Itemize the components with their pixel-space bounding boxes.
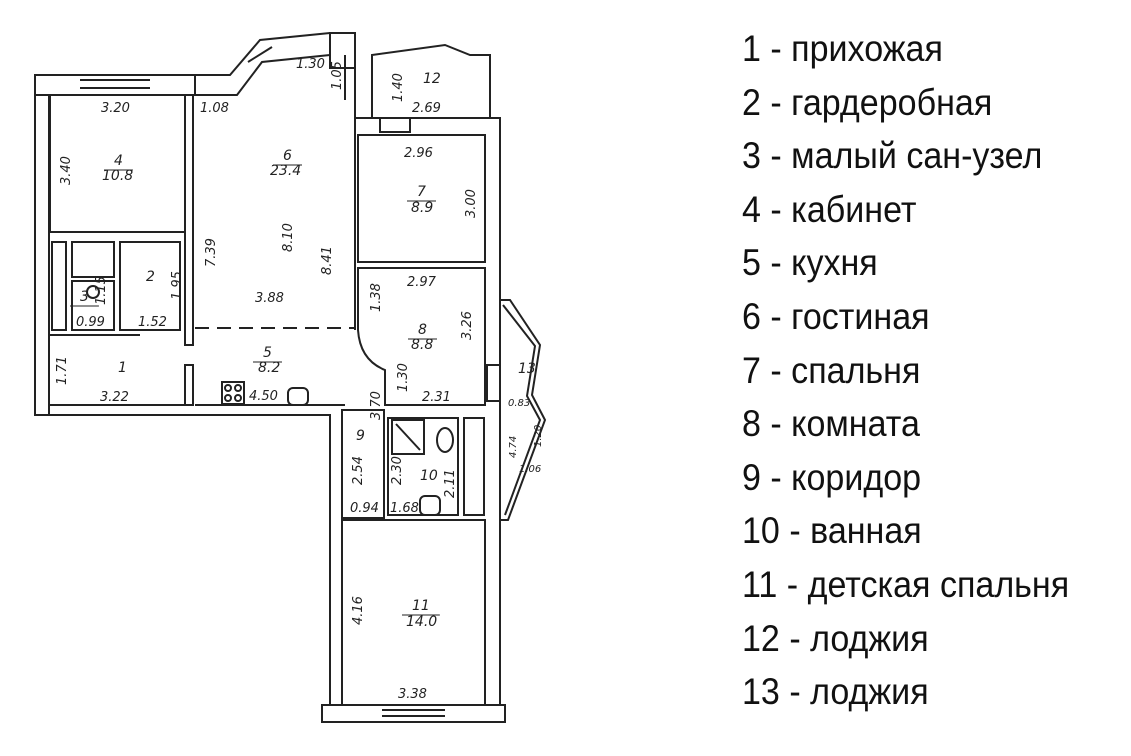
dimension-label: 8.41 [320,246,335,275]
room-labels: 1 2 3 0.99 4 10.8 5 8.2 6 23.4 7 8.9 8 8… [70,71,536,630]
room-4-number: 4 [114,153,123,169]
legend-item: 10 - ванная [742,510,922,552]
dimension-label: 2.96 [404,146,433,161]
legend-item: 4 - кабинет [742,188,917,230]
dimension-label: 1.08 [200,101,229,116]
room-3-number: 3 [80,289,89,305]
dimension-label: 2.30 [390,456,405,485]
dimension-label: 3.88 [255,291,284,306]
dimension-label: 2.69 [412,101,441,116]
dimension-label: 2.54 [351,456,366,485]
walls [34,32,547,723]
room-4-area: 10.8 [102,168,133,184]
room-5-area: 8.2 [258,360,280,376]
dimension-label: 1.71 [55,356,70,385]
dimension-label: 3.40 [59,156,74,185]
room-7-area: 8.9 [411,200,433,216]
dimension-label: 1.15 [94,276,109,305]
room-10-number: 10 [420,468,438,484]
dimension-label: 3.38 [398,687,427,702]
dimension-label: 3.22 [100,390,129,405]
floor-plan: 1 2 3 0.99 4 10.8 5 8.2 6 23.4 7 8.9 8 8… [34,32,547,723]
room-3-area: 0.99 [76,315,105,330]
dimension-label: 3.26 [460,311,475,340]
dimension-label: 7.39 [204,238,219,267]
legend-item: 13 - лоджия [742,671,929,713]
dimension-label: 3.00 [464,189,479,218]
dimension-label: 2.31 [422,390,451,405]
legend-item: 3 - малый сан-узел [742,135,1043,177]
room-8-area: 8.8 [411,337,433,353]
room-13-number: 13 [518,361,536,377]
legend-item: 1 - прихожая [742,28,943,69]
dimension-label: 1.68 [390,501,419,516]
room-1-number: 1 [118,360,127,376]
legend-item: 8 - комната [742,403,920,445]
room-9-number: 9 [356,428,365,444]
dimension-label: 2.97 [407,275,437,290]
legend-item: 11 - детская спальня [742,563,1070,605]
dimension-label: 1.38 [369,283,384,312]
room-6-number: 6 [283,148,292,164]
room-5-number: 5 [263,345,272,361]
dimension-label: 1.40 [391,73,406,102]
legend-item: 12 - лоджия [742,617,929,659]
dimension-label: 1.52 [138,315,167,330]
room-12-number: 12 [423,71,441,87]
dimension-label: 0.94 [350,501,379,516]
dimension-labels: 3.20 3.40 1.08 1.30 1.05 1.40 2.69 2.96 … [55,57,544,702]
legend-item: 7 - спальня [742,349,921,391]
dimension-label: 1.20 [533,425,544,447]
room-6-area: 23.4 [270,163,301,179]
dimension-label: 4.50 [249,389,278,404]
room-8-number: 8 [418,322,427,338]
dimension-label: 0.83 [508,398,530,409]
room-2-number: 2 [146,269,155,285]
legend-item: 9 - коридор [742,456,922,498]
dimension-label: 1.95 [170,271,185,300]
dimension-label: 1.30 [296,57,325,72]
room-7-number: 7 [417,184,426,200]
dimension-label: 1.06 [519,464,541,475]
dimension-label: 4.74 [508,436,519,458]
legend-item: 2 - гардеробная [742,81,993,123]
dimension-label: 1.05 [330,61,345,90]
dimension-label: 3.70 [369,391,384,420]
dimension-label: 1.30 [396,363,411,392]
dimension-label: 4.16 [351,596,366,625]
room-legend: 1 - прихожая 2 - гардеробная 3 - малый с… [742,22,1098,719]
room-11-number: 11 [412,598,430,614]
dimension-label: 3.20 [101,101,130,116]
dimension-label: 8.10 [281,223,296,252]
legend-item: 6 - гостиная [742,295,930,337]
dimension-label: 2.11 [443,469,458,498]
room-11-area: 14.0 [406,614,437,630]
legend-item: 5 - кухня [742,242,878,284]
